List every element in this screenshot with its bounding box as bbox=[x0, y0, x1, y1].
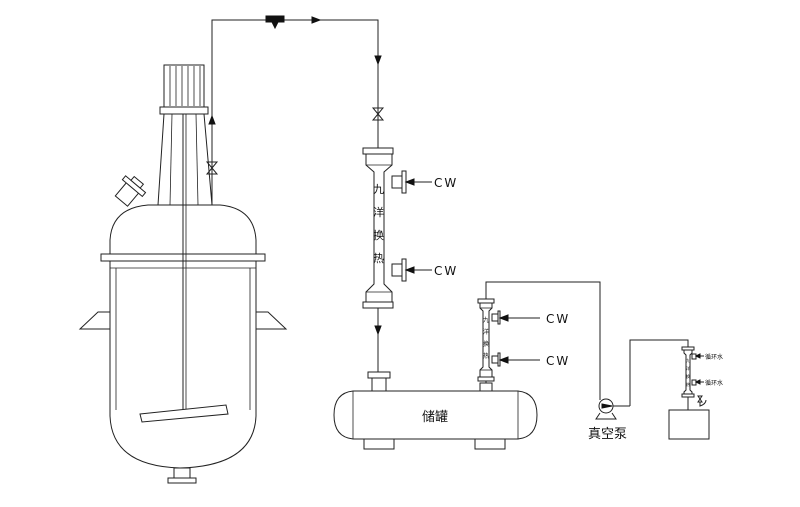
condenser-2-char-3: 换 bbox=[483, 340, 489, 348]
motor-fins bbox=[169, 66, 201, 106]
agitator-impeller bbox=[139, 404, 229, 423]
condenser-2-char-4: 热 bbox=[483, 352, 489, 360]
bottom-outlet bbox=[173, 467, 191, 479]
motor-base bbox=[159, 106, 209, 115]
drive-support bbox=[157, 113, 213, 206]
pump-label: 真空泵 bbox=[588, 427, 627, 442]
vacuum-line bbox=[485, 281, 601, 400]
tank-label: 储罐 bbox=[422, 410, 448, 425]
vapor-pipe bbox=[205, 15, 385, 205]
cw-label-top: CW bbox=[434, 176, 458, 190]
valve-riser bbox=[205, 161, 219, 175]
condenser-1: CW CW 九 洋 换 热 bbox=[362, 147, 458, 309]
flow-arrow-up bbox=[208, 114, 216, 125]
condenser-char-1: 九 bbox=[373, 183, 384, 196]
tank-saddle-right bbox=[474, 438, 506, 450]
condenser-2-char-2: 洋 bbox=[483, 328, 489, 336]
tank-saddle-left bbox=[363, 438, 395, 450]
recirc-label-bottom: 循环水 bbox=[705, 379, 723, 387]
condenser-3: 循环水 循环水 九 洋 换 热 bbox=[681, 346, 723, 410]
condenser-3-char-3: 换 bbox=[686, 373, 690, 379]
valve-condenser-inlet bbox=[371, 107, 385, 121]
cw-label-bottom: CW bbox=[434, 264, 458, 278]
condenser-3-char-4: 热 bbox=[686, 381, 690, 387]
support-lug-left bbox=[78, 311, 111, 330]
flow-arrow-right bbox=[311, 16, 322, 24]
cw-label-2-bottom: CW bbox=[546, 354, 570, 368]
receiver-tank bbox=[668, 409, 710, 440]
sight-glass-symbol bbox=[265, 15, 285, 30]
condenser-char-3: 换 bbox=[373, 228, 384, 242]
cw-nozzle-bottom bbox=[391, 263, 403, 277]
condenser-2-char-1: 九 bbox=[483, 316, 489, 324]
condensate-pipe bbox=[374, 308, 382, 372]
reactor bbox=[78, 64, 288, 484]
condenser-3-char-2: 洋 bbox=[686, 365, 690, 371]
condenser-3-char-1: 九 bbox=[686, 357, 690, 363]
recirc-label-top: 循环水 bbox=[705, 353, 723, 361]
condenser-char-2: 洋 bbox=[373, 205, 384, 219]
tank-inlet-nozzle bbox=[367, 371, 391, 379]
condenser-2: CW CW 九 洋 换 热 bbox=[477, 298, 570, 383]
condenser-char-4: 热 bbox=[373, 252, 384, 265]
manway-nozzle bbox=[114, 175, 147, 207]
flow-arrow-down bbox=[374, 55, 382, 66]
support-lug-right bbox=[255, 311, 288, 330]
cw-nozzle-top bbox=[391, 175, 403, 189]
vacuum-pump: 真空泵 bbox=[588, 339, 689, 442]
cw-label-2-top: CW bbox=[546, 312, 570, 326]
reactor-top-head bbox=[109, 204, 257, 254]
storage-tank: 储罐 bbox=[333, 371, 538, 450]
reactor-motor bbox=[163, 64, 205, 108]
